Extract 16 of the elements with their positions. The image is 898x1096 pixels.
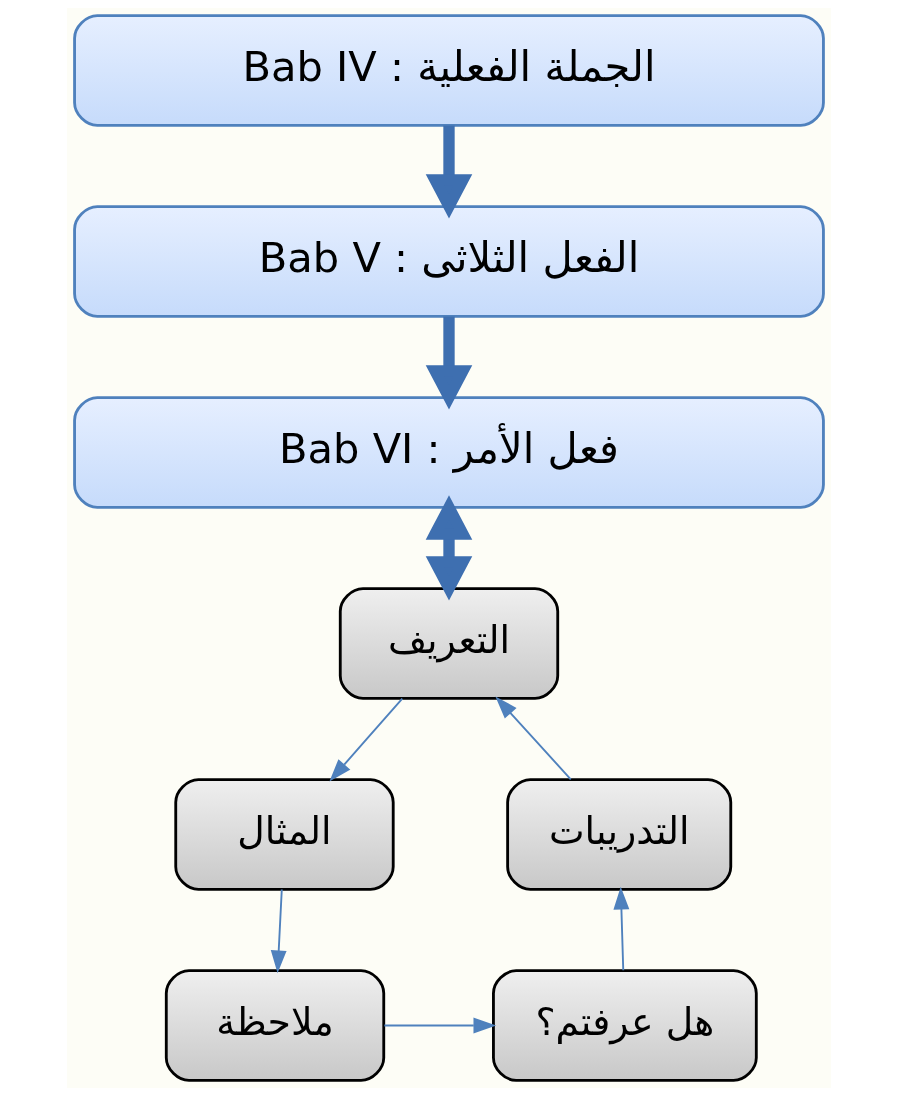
node-box: Bab VI : فعل الأمر — [73, 396, 825, 509]
arrow — [613, 886, 630, 972]
node-box: Bab V : الفعل الثلاثى — [73, 205, 825, 318]
node-box: ملاحظة — [164, 969, 386, 1082]
arrow — [270, 888, 287, 974]
arrow — [425, 495, 473, 601]
arrow — [329, 697, 404, 782]
arrow — [425, 316, 473, 410]
arrow — [383, 1017, 497, 1034]
node-box: التدريبات — [506, 778, 733, 891]
node-box: هل عرفتم؟ — [492, 969, 758, 1082]
arrow — [425, 125, 473, 219]
node-box: Bab IV : الجملة الفعلية — [73, 14, 825, 127]
arrow — [495, 696, 572, 781]
node-box: التعريف — [338, 587, 560, 700]
node-box: المثال — [174, 778, 395, 891]
